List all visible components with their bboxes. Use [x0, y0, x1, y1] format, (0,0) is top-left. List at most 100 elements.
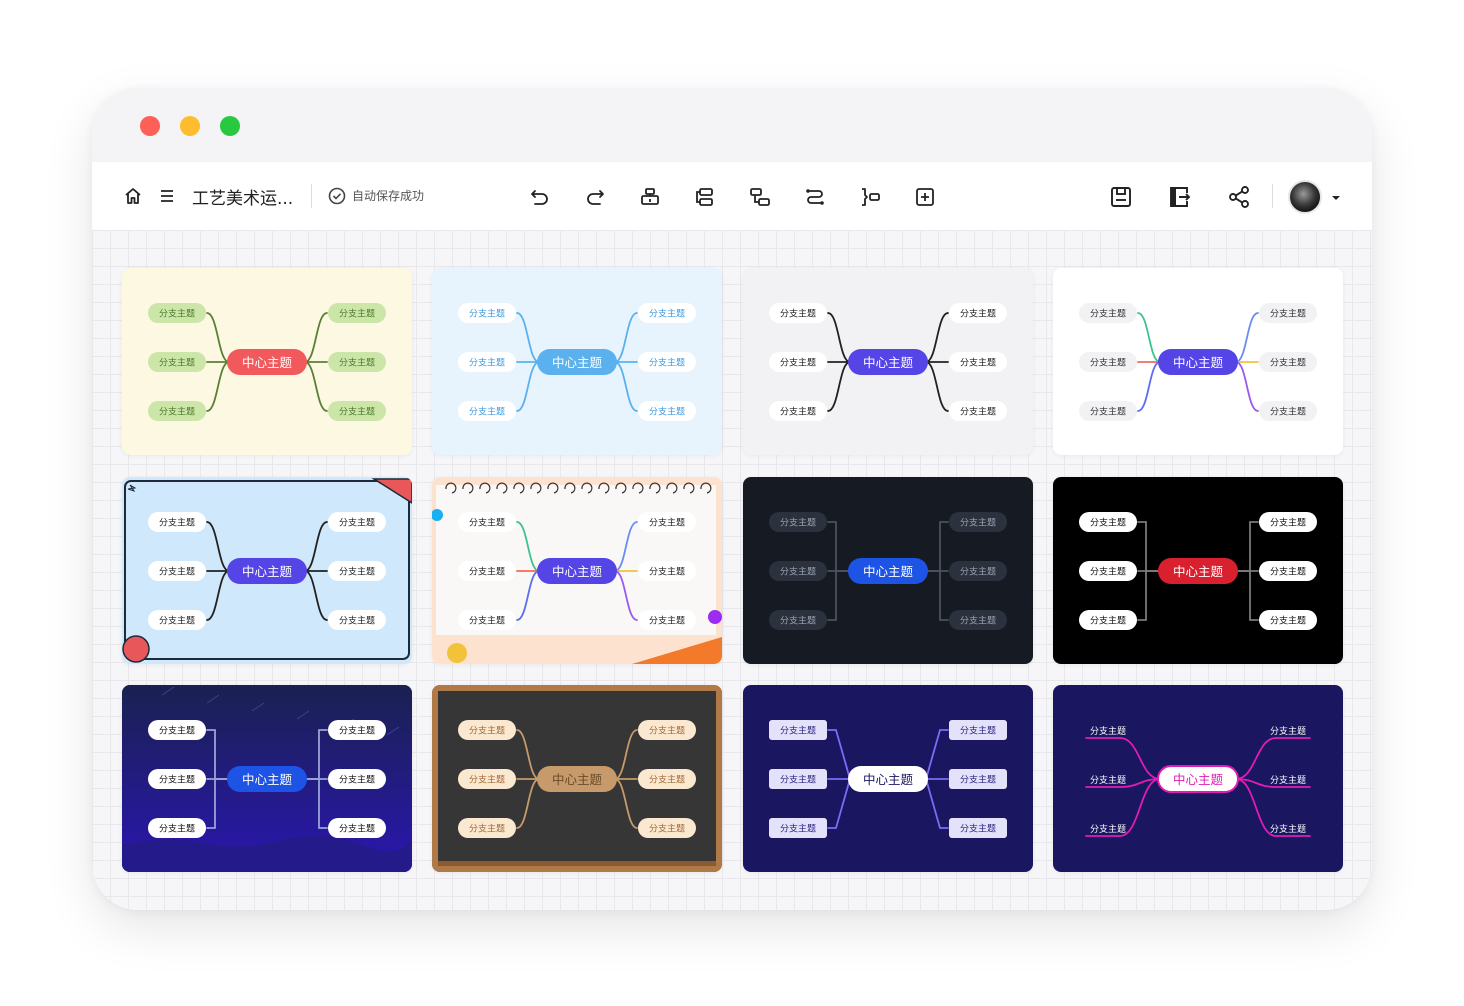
template-card-chalkboard[interactable]: 分支主题分支主题分支主题分支主题分支主题分支主题中心主题 [432, 685, 722, 872]
branch-topic [458, 818, 516, 838]
branch-topic-label: 分支主题 [339, 725, 375, 737]
template-card-cream-green[interactable]: 分支主题分支主题分支主题分支主题分支主题分支主题中心主题 [122, 268, 412, 455]
branch-topic [949, 512, 1007, 532]
branch-topic-label: 分支主题 [960, 823, 996, 835]
branch-topic-label: 分支主题 [469, 308, 505, 320]
branch-connector [516, 521, 540, 572]
template-card-night-sky[interactable]: 分支主题分支主题分支主题分支主题分支主题分支主题中心主题 [122, 685, 412, 872]
branch-topic [638, 818, 696, 838]
branch-topic-label: 分支主题 [649, 615, 685, 627]
branch-topic [638, 352, 696, 372]
branch-connector [827, 570, 851, 621]
summary-icon[interactable] [858, 186, 882, 208]
branch-topic [328, 561, 386, 581]
document-title[interactable]: 工艺美术运... [192, 189, 294, 209]
branch-topic-label: 分支主题 [960, 774, 996, 786]
branch-connector [1085, 737, 1161, 780]
branch-topic [1259, 352, 1317, 372]
branch-topic [949, 720, 1007, 740]
template-card-navy-neon[interactable]: 分支主题分支主题分支主题分支主题分支主题分支主题中心主题 [1053, 685, 1343, 872]
undo-icon[interactable] [528, 186, 552, 208]
autosave-status: 自动保存成功 [352, 189, 425, 203]
relation-icon[interactable] [803, 186, 827, 208]
branch-topic [1259, 610, 1317, 630]
branch-topic-label: 分支主题 [339, 357, 375, 369]
branch-connector [1235, 521, 1259, 572]
branch-topic-label: 分支主题 [649, 823, 685, 835]
branch-connector [516, 729, 540, 780]
branch-connector [614, 521, 638, 572]
branch-topic [148, 818, 206, 838]
branch-topic-label: 分支主题 [469, 357, 505, 369]
branch-topic-label: 分支主题 [1090, 615, 1126, 627]
redo-icon[interactable] [583, 186, 607, 208]
central-topic-label: 中心主题 [552, 564, 603, 579]
branch-topic-label: 分支主题 [1090, 517, 1126, 529]
template-card-light-blue[interactable]: 分支主题分支主题分支主题分支主题分支主题分支主题中心主题 [432, 268, 722, 455]
branch-topic [638, 769, 696, 789]
branch-topic-label: 分支主题 [780, 308, 816, 320]
template-card-navy-purple[interactable]: 分支主题分支主题分支主题分支主题分支主题分支主题中心主题 [743, 685, 1033, 872]
branch-connector [1137, 361, 1161, 412]
zoom-window-button[interactable] [220, 116, 240, 136]
branch-topic [1079, 352, 1137, 372]
save-icon[interactable] [1108, 185, 1134, 209]
branch-connector [1235, 312, 1259, 363]
minimize-window-button[interactable] [180, 116, 200, 136]
export-icon[interactable] [1167, 185, 1193, 209]
branch-topic-label: 分支主题 [469, 823, 505, 835]
central-topic [1157, 765, 1239, 793]
branch-topic [148, 352, 206, 372]
menu-icon[interactable] [156, 186, 178, 206]
branch-connector [827, 521, 851, 572]
branch-topic-label: 分支主题 [339, 308, 375, 320]
branch-topic-label: 分支主题 [159, 823, 195, 835]
branch-connector [304, 312, 328, 363]
branch-topic [949, 352, 1007, 372]
share-icon[interactable] [1226, 185, 1252, 209]
central-topic-label: 中心主题 [242, 564, 293, 579]
branch-topic-label: 分支主题 [960, 308, 996, 320]
branch-topic-label: 分支主题 [159, 774, 195, 786]
template-card-white-rainbow[interactable]: 分支主题分支主题分支主题分支主题分支主题分支主题中心主题 [1053, 268, 1343, 455]
branch-topic [949, 561, 1007, 581]
chevron-down-icon[interactable] [1330, 194, 1342, 202]
template-card-dark-slate[interactable]: 分支主题分支主题分支主题分支主题分支主题分支主题中心主题 [743, 477, 1033, 664]
insert-topic-icon[interactable] [638, 186, 662, 208]
branch-topic-label: 分支主题 [469, 517, 505, 529]
template-card-black-red[interactable]: 分支主题分支主题分支主题分支主题分支主题分支主题中心主题 [1053, 477, 1343, 664]
branch-topic [769, 818, 827, 838]
subtopic-icon[interactable] [693, 186, 717, 208]
template-card-light-gray[interactable]: 分支主题分支主题分支主题分支主题分支主题分支主题中心主题 [743, 268, 1033, 455]
branch-topic-label: 分支主题 [469, 615, 505, 627]
branch-connector [1235, 737, 1311, 780]
home-icon[interactable] [122, 186, 144, 206]
branch-topic-label: 分支主题 [960, 406, 996, 418]
branch-topic-label: 分支主题 [1270, 517, 1306, 529]
branch-topic-label: 分支主题 [780, 517, 816, 529]
toolbar-divider [311, 184, 312, 208]
branch-topic-label: 分支主题 [159, 725, 195, 737]
child-topic-icon[interactable] [748, 186, 772, 208]
add-icon[interactable] [913, 186, 937, 208]
branch-topic [769, 769, 827, 789]
branch-topic-label: 分支主题 [339, 406, 375, 418]
template-card-sky-frame[interactable]: 分支主题分支主题分支主题分支主题分支主题分支主题中心主题 [122, 477, 412, 664]
branch-connector [516, 361, 540, 412]
avatar[interactable] [1288, 180, 1322, 214]
branch-connector [206, 312, 230, 363]
branch-connector [614, 312, 638, 363]
branch-topic [1079, 610, 1137, 630]
branch-topic [458, 352, 516, 372]
branch-topic [1079, 512, 1137, 532]
branch-topic-label: 分支主题 [1270, 725, 1306, 737]
central-topic-label: 中心主题 [242, 355, 293, 370]
branch-connector [206, 570, 230, 621]
branch-topic [458, 720, 516, 740]
branch-topic [1259, 401, 1317, 421]
branch-topic-label: 分支主题 [780, 615, 816, 627]
branch-topic-label: 分支主题 [649, 308, 685, 320]
title-bar [92, 88, 1372, 162]
template-card-notebook[interactable]: 分支主题分支主题分支主题分支主题分支主题分支主题中心主题 [432, 477, 722, 664]
close-window-button[interactable] [140, 116, 160, 136]
